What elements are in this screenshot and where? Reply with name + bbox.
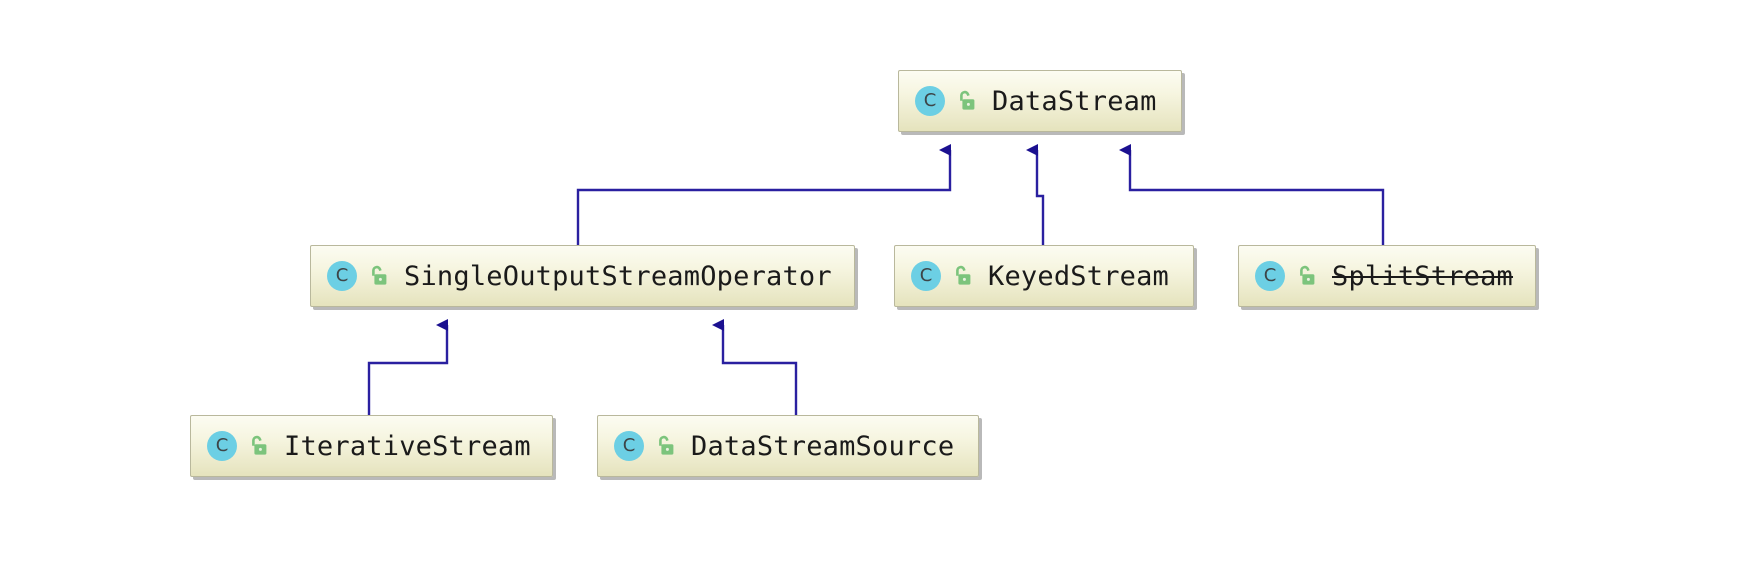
edge-soso-to-datastream[interactable]	[576, 144, 952, 245]
uml-class-node-iterative-stream[interactable]: C IterativeStream	[190, 415, 553, 477]
class-name-label: SplitStream	[1332, 260, 1514, 292]
node-icon-group: C	[915, 86, 976, 116]
node-icon-group: C	[1255, 261, 1316, 291]
uml-class-node-keyed-stream[interactable]: C KeyedStream	[894, 245, 1194, 307]
class-name-label: IterativeStream	[284, 430, 531, 462]
class-name-label: DataStreamSource	[691, 430, 955, 462]
unlocked-padlock-icon	[956, 265, 971, 285]
class-c-icon: C	[614, 431, 644, 461]
class-name-label: KeyedStream	[988, 260, 1170, 292]
class-c-icon: C	[1255, 261, 1285, 291]
unlocked-padlock-icon	[960, 90, 975, 110]
node-icon-group: C	[911, 261, 972, 291]
class-name-label: SingleOutputStreamOperator	[404, 260, 832, 292]
uml-class-node-data-stream-source[interactable]: C DataStreamSource	[597, 415, 979, 477]
class-c-icon: C	[327, 261, 357, 291]
class-icon-letter: C	[1263, 265, 1277, 286]
class-icon-letter: C	[923, 90, 937, 111]
unlocked-padlock-icon	[372, 265, 387, 285]
class-c-icon: C	[911, 261, 941, 291]
unlocked-padlock-icon	[252, 435, 267, 455]
class-icon-letter: C	[215, 435, 229, 456]
class-icon-letter: C	[919, 265, 933, 286]
class-c-icon: C	[207, 431, 237, 461]
class-icon-letter: C	[335, 265, 349, 286]
class-icon-letter: C	[622, 435, 636, 456]
uml-class-node-single-output-stream-operator[interactable]: C SingleOutputStreamOperator	[310, 245, 855, 307]
node-icon-group: C	[207, 431, 268, 461]
uml-class-node-data-stream[interactable]: C DataStream	[898, 70, 1182, 132]
edge-iterativestream-to-soso[interactable]	[367, 319, 449, 415]
edge-keyedstream-to-datastream[interactable]	[1026, 144, 1045, 245]
unlocked-padlock-icon	[1300, 265, 1315, 285]
unlocked-padlock-icon	[659, 435, 674, 455]
edge-datastreamsource-to-soso[interactable]	[712, 319, 798, 415]
class-name-label: DataStream	[992, 85, 1157, 117]
node-icon-group: C	[614, 431, 675, 461]
class-c-icon: C	[915, 86, 945, 116]
edge-splitstream-to-datastream[interactable]	[1119, 144, 1385, 245]
node-icon-group: C	[327, 261, 388, 291]
uml-class-node-split-stream[interactable]: C SplitStream	[1238, 245, 1536, 307]
